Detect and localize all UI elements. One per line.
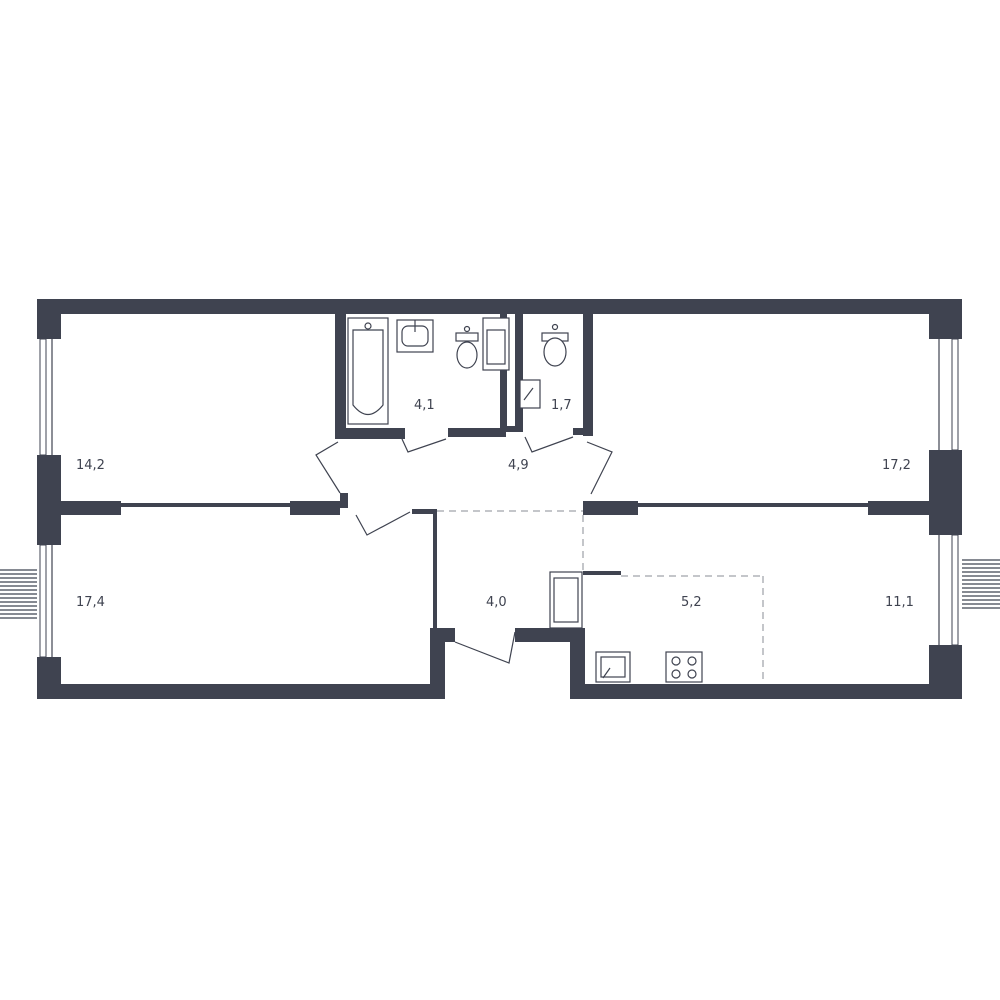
washbasin-icon xyxy=(396,319,434,353)
hallway-area: 4,9 xyxy=(508,458,529,473)
toilet-icon xyxy=(541,323,569,367)
zone-boundaries xyxy=(437,510,764,684)
kitchen-area: 5,2 xyxy=(681,595,702,610)
doors xyxy=(315,436,613,664)
living-area: 11,1 xyxy=(885,595,914,610)
room-1-area: 14,2 xyxy=(76,458,105,473)
bathroom-area: 4,1 xyxy=(414,398,435,413)
toilet-icon xyxy=(455,325,479,369)
bathtub-icon xyxy=(347,317,389,425)
room-3-area: 17,4 xyxy=(76,595,105,610)
balcony-right xyxy=(962,559,1000,609)
cooktop-icon xyxy=(665,651,703,683)
room-2-area: 17,2 xyxy=(882,458,911,473)
outer-walls xyxy=(37,299,962,699)
storage-area: 4,0 xyxy=(486,595,507,610)
washbasin-icon xyxy=(519,379,541,409)
windows xyxy=(39,338,959,658)
washing-machine-icon xyxy=(482,317,510,371)
room-labels: 14,2 4,1 1,7 17,2 4,9 17,4 4,0 5,2 11,1 xyxy=(76,398,914,610)
kitchen-sink-icon xyxy=(595,651,631,683)
interior-walls xyxy=(61,314,929,642)
toilet-area: 1,7 xyxy=(551,398,572,413)
fridge-icon xyxy=(549,571,583,629)
balcony-left xyxy=(0,569,37,619)
